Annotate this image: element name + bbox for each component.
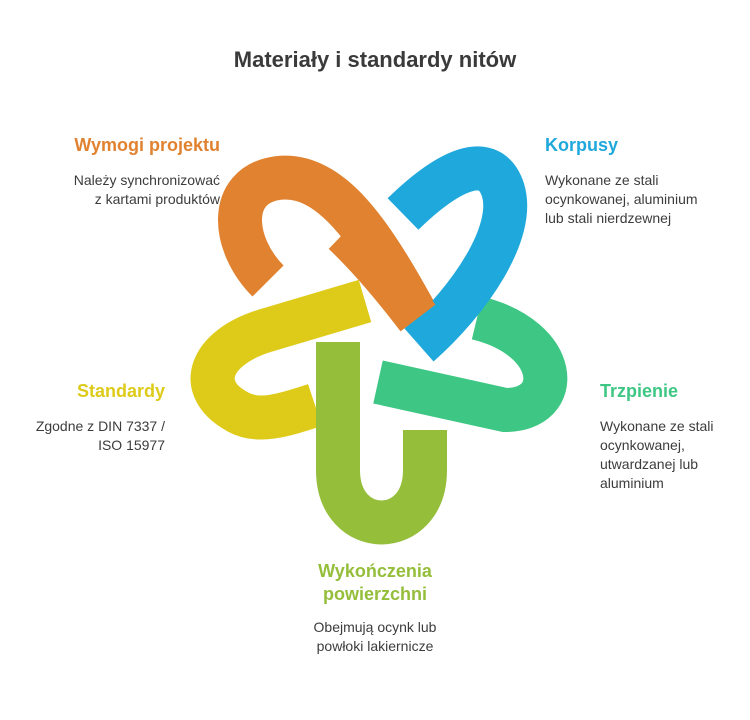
section-wymogi: Wymogi projektu Należy synchronizować z … [20, 134, 220, 209]
standardy-line-2: ISO 15977 [98, 437, 165, 453]
section-korpusy: Korpusy Wykonane ze stali ocynkowanej, a… [545, 134, 735, 228]
yellow-loop [190, 279, 372, 440]
korpusy-line-3: lub stali nierdzewnej [545, 210, 672, 226]
section-wykonczenia: Wykończenia powierzchni Obejmują ocynk l… [270, 560, 480, 656]
orange-overlap [328, 217, 436, 332]
trzpienie-description: Wykonane ze stali ocynkowanej, utwardzan… [600, 417, 740, 493]
page-title: Materiały i standardy nitów [233, 47, 517, 72]
lime-loop [316, 342, 447, 545]
wymogi-line-1: Należy synchronizować [73, 172, 220, 188]
standardy-heading: Standardy [76, 381, 165, 401]
wykonczenia-heading-line-2: powierzchni [322, 584, 427, 604]
trzpienie-line-3: utwardzanej lub [600, 456, 699, 472]
wykonczenia-line-2: powłoki lakiernicze [316, 638, 434, 654]
trzpienie-line-2: ocynkowanej, [600, 437, 685, 453]
blue-loop [387, 146, 528, 362]
trzpienie-line-4: aluminium [600, 475, 664, 491]
wymogi-line-2: z kartami produktów [94, 191, 220, 207]
green-loop [373, 296, 568, 433]
trzpienie-heading: Trzpienie [600, 381, 679, 401]
wymogi-heading: Wymogi projektu [74, 135, 220, 155]
korpusy-heading: Korpusy [545, 135, 619, 155]
wykonczenia-heading: Wykończenia powierzchni [270, 560, 480, 606]
section-standardy: Standardy Zgodne z DIN 7337 / ISO 15977 [5, 380, 165, 455]
wykonczenia-description: Obejmują ocynk lub powłoki lakiernicze [270, 618, 480, 656]
wykonczenia-heading-line-1: Wykończenia [318, 561, 432, 581]
standardy-description: Zgodne z DIN 7337 / ISO 15977 [5, 417, 165, 455]
korpusy-description: Wykonane ze stali ocynkowanej, aluminium… [545, 171, 735, 228]
korpusy-line-1: Wykonane ze stali [545, 172, 659, 188]
wymogi-description: Należy synchronizować z kartami produktó… [20, 171, 220, 209]
wykonczenia-line-1: Obejmują ocynk lub [313, 619, 437, 635]
section-trzpienie: Trzpienie Wykonane ze stali ocynkowanej,… [600, 380, 740, 493]
standardy-line-1: Zgodne z DIN 7337 / [35, 418, 165, 434]
korpusy-line-2: ocynkowanej, aluminium [545, 191, 698, 207]
trzpienie-line-1: Wykonane ze stali [600, 418, 714, 434]
